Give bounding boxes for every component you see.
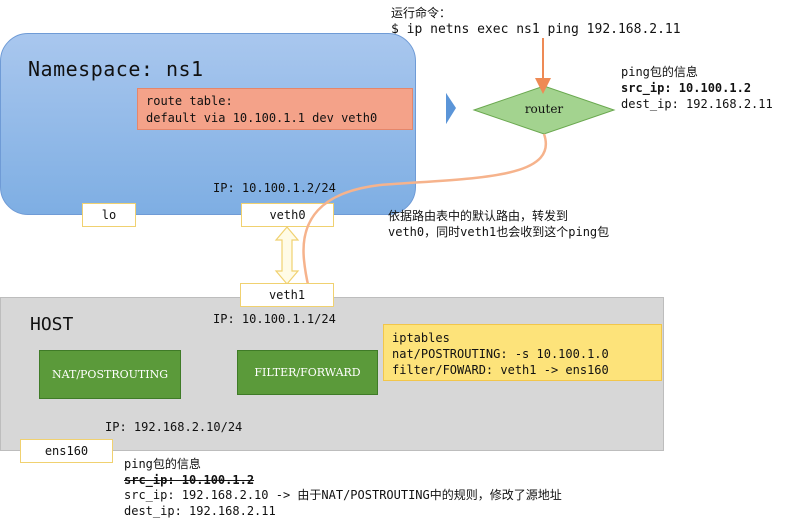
- forward-note-line1: 依据路由表中的默认路由，转发到: [388, 209, 569, 223]
- command-label: 运行命令：: [391, 6, 452, 20]
- ns1-ip-label: IP: 10.100.1.2/24: [213, 181, 336, 195]
- ens160-ip-label: IP: 192.168.2.10/24: [105, 420, 243, 434]
- command-text: $ ip netns exec ns1 ping 192.168.2.11: [391, 22, 681, 37]
- route-table-line1: route table:: [146, 94, 233, 108]
- filter-forward-box: FILTER/FORWARD: [237, 350, 378, 395]
- namespace-title: Namespace: ns1: [28, 57, 204, 81]
- veth-pair-arrow: [274, 226, 300, 285]
- veth1-interface: veth1: [240, 283, 334, 307]
- iptables-line1: iptables: [392, 331, 450, 345]
- chevron-fill: [446, 93, 456, 124]
- packet-src-new: src_ip: 192.168.2.10 -> 由于NAT/POSTROUTIN…: [124, 488, 562, 502]
- packet-dest-bottom: dest_ip: 192.168.2.11: [124, 504, 276, 518]
- router-label: router: [524, 102, 564, 116]
- ens160-interface: ens160: [20, 439, 113, 463]
- forward-note-line2: veth0，同时veth1也会收到这个ping包: [388, 225, 610, 239]
- host-title: HOST: [30, 314, 74, 335]
- veth1-ip-label: IP: 10.100.1.1/24: [213, 312, 336, 326]
- packet-dest-top: dest_ip: 192.168.2.11: [621, 97, 773, 111]
- nat-postrouting-box: NAT/POSTROUTING: [39, 350, 181, 399]
- iptables-line3: filter/FOWARD: veth1 -> ens160: [392, 363, 609, 377]
- router-diamond: [472, 85, 616, 135]
- route-table-line2: default via 10.100.1.1 dev veth0: [146, 111, 378, 125]
- packet-src-top: src_ip: 10.100.1.2: [621, 81, 752, 95]
- iptables-box: iptables nat/POSTROUTING: -s 10.100.1.0 …: [383, 324, 662, 381]
- lo-interface: lo: [82, 203, 136, 227]
- route-table-box: route table: default via 10.100.1.1 dev …: [137, 88, 413, 130]
- packet-info-title-bottom: ping包的信息: [124, 457, 201, 471]
- packet-info-title-top: ping包的信息: [621, 65, 698, 79]
- veth0-interface: veth0: [241, 203, 334, 227]
- iptables-line2: nat/POSTROUTING: -s 10.100.1.0: [392, 347, 609, 361]
- packet-src-old: src_ip: 10.100.1.2: [124, 473, 255, 487]
